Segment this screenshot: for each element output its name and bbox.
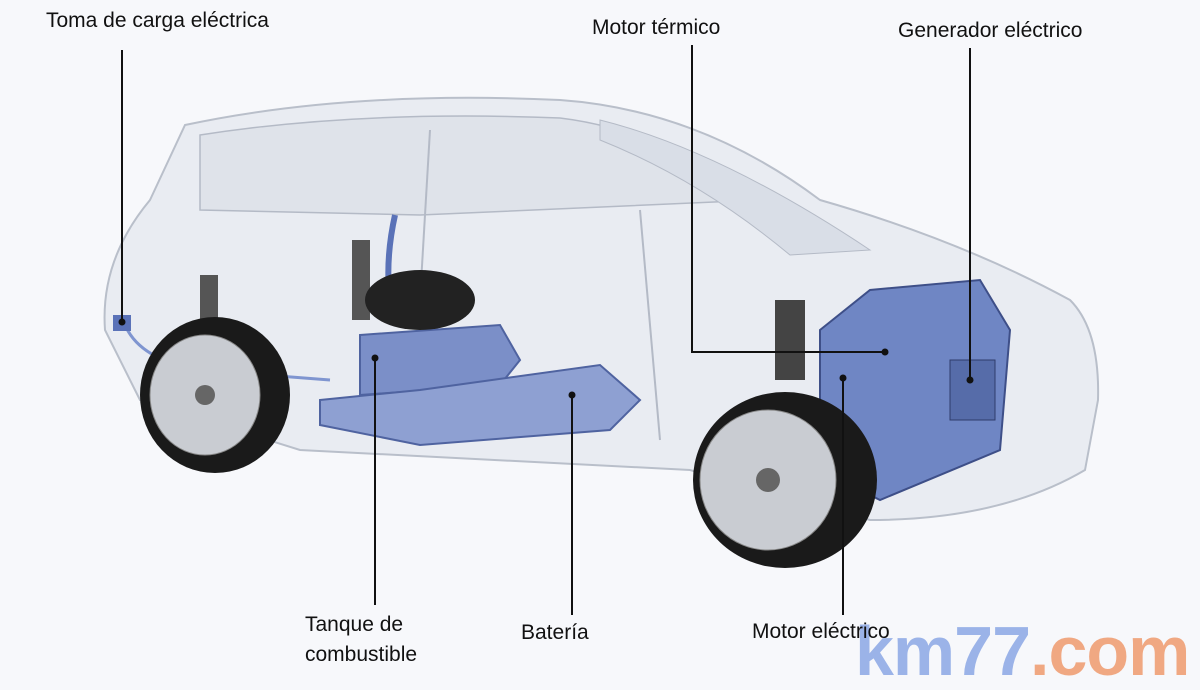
battery-pack	[319, 363, 642, 447]
front-wheel	[693, 392, 877, 568]
door-line	[639, 209, 661, 441]
label-generator: Generador eléctrico	[898, 19, 1083, 42]
rear-wheel-far	[365, 270, 475, 330]
label-fuel-tank: Tanque de combustible	[305, 610, 417, 670]
watermark-com: .com	[1030, 612, 1190, 690]
watermark-km77: km77	[855, 612, 1031, 690]
leader-lines	[121, 45, 971, 615]
label-fuel-tank-line1: Tanque de	[305, 613, 404, 636]
label-thermal-engine: Motor térmico	[592, 16, 721, 39]
generator-unit	[949, 359, 996, 421]
label-battery: Batería	[521, 621, 589, 644]
leader-dots	[118, 318, 974, 399]
label-fuel-tank-line2: combustible	[305, 643, 418, 666]
km77-watermark: km77.com	[855, 616, 1190, 686]
fuel-tank	[359, 323, 522, 397]
car-windshield	[599, 119, 872, 256]
rear-wheel	[140, 317, 290, 473]
front-suspension	[775, 300, 805, 380]
label-charge-port: Toma de carga eléctrica	[46, 9, 269, 32]
label-electric-motor: Motor eléctrico	[752, 620, 890, 643]
